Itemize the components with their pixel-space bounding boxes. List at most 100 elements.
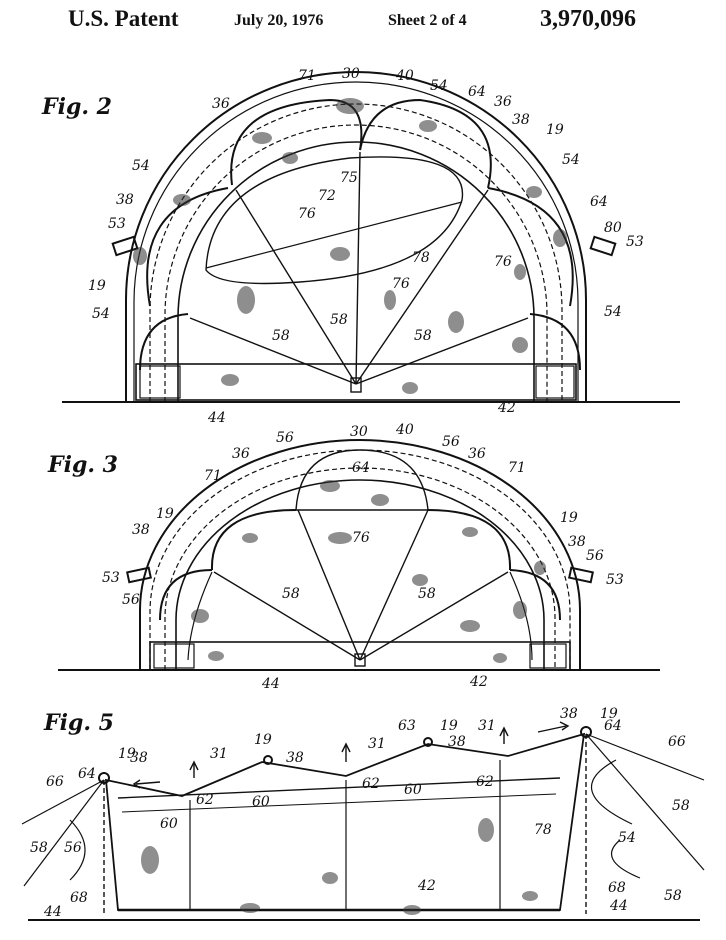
- ref-30: 30: [342, 66, 360, 82]
- ref-38: 38: [512, 112, 530, 128]
- ref-66: 66: [668, 734, 686, 750]
- ref-80: 80: [604, 220, 622, 236]
- ref-53: 53: [102, 570, 120, 586]
- outer-shell: [125, 71, 587, 402]
- ref-76: 76: [392, 276, 410, 292]
- ridge-line: [117, 777, 561, 799]
- sheet-number: Sheet 2 of 4: [388, 12, 467, 29]
- lobe-right-edge: [509, 571, 533, 661]
- ref-58: 58: [664, 888, 682, 904]
- ref-58: 58: [414, 328, 432, 344]
- lobe-right-low: [509, 569, 561, 621]
- figure-5-drawing: Fig. 5: [21, 706, 705, 921]
- ref-54: 54: [562, 152, 580, 168]
- ref-31: 31: [368, 736, 386, 752]
- corner-right: [529, 643, 567, 669]
- ref-76: 76: [298, 206, 316, 222]
- ref-56: 56: [276, 430, 294, 446]
- ref-63: 63: [398, 718, 416, 734]
- ref-19: 19: [156, 506, 174, 522]
- patent-date: July 20, 1976: [234, 12, 324, 29]
- corner-left: [153, 643, 195, 669]
- lobe-top-right: [359, 98, 492, 189]
- figure-3-label: Fig. 3: [47, 452, 118, 478]
- ref-71: 71: [508, 460, 526, 476]
- ref-19: 19: [600, 706, 618, 722]
- ref-78: 78: [534, 822, 552, 838]
- ref-19: 19: [254, 732, 272, 748]
- ref-62: 62: [476, 774, 494, 790]
- ref-60: 60: [404, 782, 422, 798]
- tab-right: [568, 566, 594, 584]
- ref-64: 64: [590, 194, 608, 210]
- tab-left: [111, 235, 139, 257]
- ref-38: 38: [560, 706, 578, 722]
- lobe-lower-left: [139, 313, 189, 371]
- ref-58: 58: [282, 586, 300, 602]
- outer-shell: [139, 439, 581, 670]
- ref-54: 54: [92, 306, 110, 322]
- ref-56: 56: [442, 434, 460, 450]
- ref-62: 62: [362, 776, 380, 792]
- inner-frame-dashed-2: [164, 124, 548, 402]
- ref-75: 75: [340, 170, 358, 186]
- lobe-right-top: [427, 509, 512, 571]
- figure-2-drawing: Fig. 2: [41, 66, 680, 426]
- ref-31: 31: [210, 746, 228, 762]
- ref-38: 38: [132, 522, 150, 538]
- ref-58: 58: [30, 840, 48, 856]
- ref-56: 56: [586, 548, 604, 564]
- inner-frame-dashed-2: [164, 467, 556, 670]
- ref-56: 56: [64, 840, 82, 856]
- ref-19: 19: [546, 122, 564, 138]
- guy-lines: [213, 509, 509, 661]
- ref-58: 58: [418, 586, 436, 602]
- ref-19: 19: [440, 718, 458, 734]
- ref-71: 71: [298, 68, 316, 84]
- figure-5-label: Fig. 5: [43, 710, 114, 736]
- lobe-top-left: [230, 98, 363, 186]
- tab-left: [126, 566, 152, 584]
- guy-lines: [21, 733, 705, 887]
- pole-top: [263, 755, 273, 765]
- corner-right: [535, 365, 575, 399]
- ref-72: 72: [318, 188, 336, 204]
- ref-68: 68: [608, 880, 626, 896]
- ref-42: 42: [497, 400, 516, 416]
- ref-56: 56: [122, 592, 140, 608]
- ref-38: 38: [568, 534, 586, 550]
- ref-66: 66: [46, 774, 64, 790]
- ref-54: 54: [604, 304, 622, 320]
- inner-frame-dashed: [149, 449, 571, 670]
- ref-36: 36: [232, 446, 250, 462]
- ref-40: 40: [395, 68, 414, 84]
- lobe-left: [146, 187, 229, 307]
- mesh-window: [205, 156, 464, 285]
- ref-58: 58: [330, 312, 348, 328]
- ref-44: 44: [261, 676, 280, 692]
- floor-panel: [149, 641, 571, 671]
- ref-60: 60: [160, 816, 178, 832]
- lobe-lower-right: [529, 313, 581, 371]
- corner-left: [139, 365, 181, 399]
- ref-64: 64: [604, 718, 622, 734]
- ridge-line-2: [121, 793, 557, 813]
- ref-38: 38: [286, 750, 304, 766]
- figure-2-reference-numerals: 71 30 40 54 36 64 36 38 19 54 75 72 76 5…: [88, 66, 644, 426]
- figure-5-reference-numerals: 38 19 64 19 38 63 19 38 31 31 31 19 38 6…: [30, 706, 690, 920]
- tab-right: [589, 235, 617, 257]
- ref-54: 54: [618, 830, 636, 846]
- ref-44: 44: [43, 904, 62, 920]
- ref-78: 78: [412, 250, 430, 266]
- ref-44: 44: [207, 410, 226, 426]
- ref-19: 19: [118, 746, 136, 762]
- lobe-left-top: [210, 509, 297, 571]
- ref-54: 54: [132, 158, 150, 174]
- ref-36: 36: [468, 446, 486, 462]
- lobe-left-low: [159, 569, 213, 621]
- guy-lines: [189, 151, 529, 385]
- patent-header: U.S. Patent July 20, 1976 Sheet 2 of 4 3…: [0, 4, 726, 44]
- ref-36: 36: [212, 96, 230, 112]
- ref-19: 19: [88, 278, 106, 294]
- ref-42: 42: [469, 674, 488, 690]
